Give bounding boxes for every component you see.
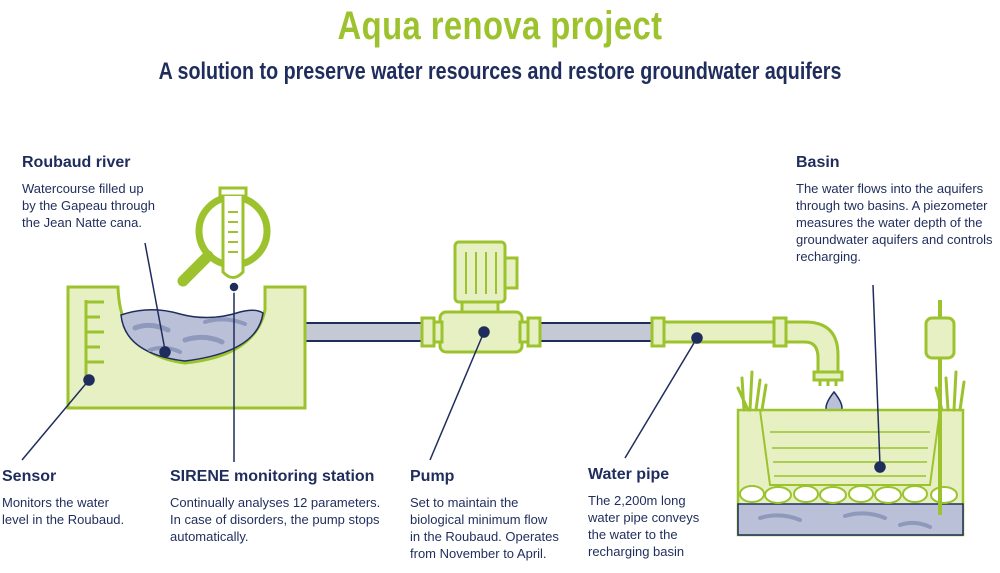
page-subtitle: A solution to preserve water resources a… <box>158 58 842 85</box>
sensor-title: Sensor <box>2 468 57 485</box>
pump-title: Pump <box>410 468 455 485</box>
basin-label: Basin The water flows into the aquifers … <box>796 154 993 265</box>
sensor-label: Sensor Monitors the water level in the R… <box>2 468 124 528</box>
magnifier-test-tube-icon <box>177 186 271 287</box>
basin-title: Basin <box>796 154 840 171</box>
sensor-text: Monitors the water level in the Roubaud. <box>2 495 125 527</box>
piezometer-icon <box>924 300 956 515</box>
pump-label: Pump Set to maintain the biological mini… <box>410 468 559 562</box>
green-pipe <box>650 316 844 386</box>
sirene-label: SIRENE monitoring station Continually an… <box>170 468 380 545</box>
roubaud-river-title: Roubaud river <box>22 154 131 171</box>
callout-lines <box>21 242 886 473</box>
roubaud-river-label: Roubaud river Watercourse filled up by t… <box>22 154 155 231</box>
water-pipe-title: Water pipe <box>588 466 670 483</box>
pump-icon <box>420 240 542 354</box>
river-tank <box>66 285 307 410</box>
water-pipe-text: The 2,200m long water pipe conveys the w… <box>588 493 700 559</box>
water-pipe-label: Water pipe The 2,200m long water pipe co… <box>588 466 699 560</box>
basin-text: The water flows into the aquifers throug… <box>796 181 993 264</box>
sirene-title: SIRENE monitoring station <box>170 468 375 485</box>
roubaud-river-text: Watercourse filled up by the Gapeau thro… <box>22 181 155 230</box>
page-title: Aqua renova project <box>337 4 663 48</box>
sirene-text: Continually analyses 12 parameters. In c… <box>170 495 381 544</box>
pump-text: Set to maintain the biological minimum f… <box>410 495 559 561</box>
recharging-basin <box>736 370 966 537</box>
